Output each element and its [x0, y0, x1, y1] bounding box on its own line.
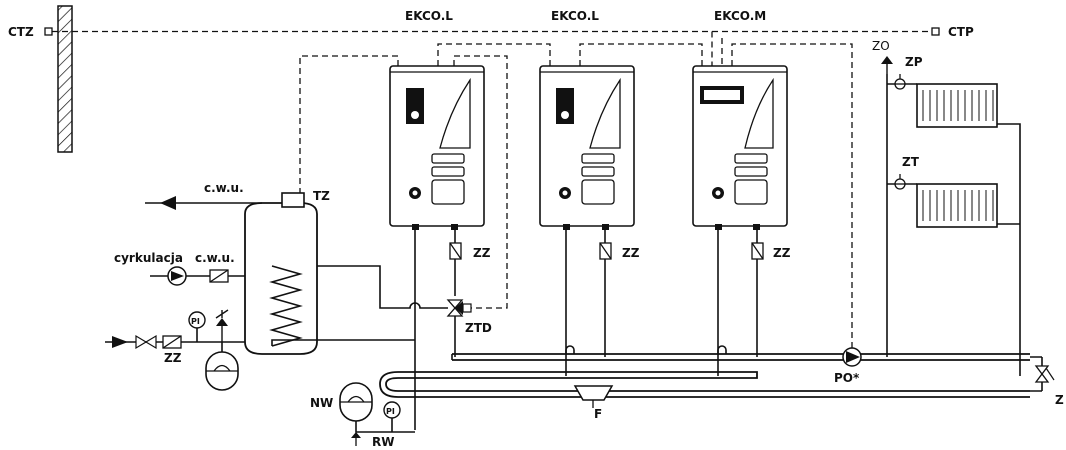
zz-valve-2 — [599, 242, 612, 260]
zz-valve-3 — [751, 242, 764, 260]
boiler-3-label: EKCO.M — [714, 9, 766, 23]
radiator-upper-return — [997, 123, 1021, 376]
boiler-2-label: EKCO.L — [551, 9, 599, 23]
cwu2-label: c.w.u. — [195, 251, 235, 265]
control-line-cascade-2 — [579, 43, 703, 66]
zp-valve — [894, 74, 906, 90]
zo-label: ZO — [872, 39, 890, 53]
inlet-check-valve — [162, 335, 182, 349]
zt-label: ZT — [902, 155, 920, 169]
ctz-label: CTZ — [8, 25, 34, 39]
ztd-label: ZTD — [465, 321, 492, 335]
boiler-1 — [389, 65, 485, 230]
f-label: F — [594, 407, 602, 421]
boiler-1-display — [406, 88, 424, 124]
boiler-2 — [539, 65, 635, 230]
boiler-1-screen-dot — [411, 111, 419, 119]
cwu-label: c.w.u. — [204, 181, 244, 195]
cyrkulacja-label: cyrkulacja — [114, 251, 183, 265]
bypass-valve-z — [1034, 365, 1055, 383]
wall — [57, 5, 73, 153]
rw-label: RW — [372, 435, 394, 449]
ctp-sensor — [931, 27, 940, 36]
safety-valve — [215, 309, 229, 342]
radiator-lower — [916, 183, 998, 228]
z-label: Z — [1055, 393, 1064, 407]
boiler-2-display — [556, 88, 574, 124]
control-line-pump — [731, 43, 853, 350]
ztd-to-coil-pipe — [272, 265, 448, 309]
inlet-gate-valve — [135, 334, 157, 350]
pi-label-1: PI — [191, 317, 200, 326]
nw-connection-pipe — [355, 418, 415, 433]
nw-label: NW — [310, 396, 333, 410]
zz-label-1: ZZ — [473, 246, 491, 260]
circulation-check-valve — [209, 269, 229, 283]
filter — [573, 385, 614, 408]
pi-label-2: PI — [386, 407, 395, 416]
control-line-ztd — [453, 55, 508, 309]
pressure-gauge-2 — [383, 401, 401, 419]
tz-label: TZ — [313, 189, 330, 203]
ctp-label: CTP — [948, 25, 974, 39]
po-label: PO* — [834, 371, 860, 385]
ctz-sensor — [44, 27, 53, 36]
coil-return-pipe — [271, 339, 415, 346]
zz-label-2: ZZ — [622, 246, 640, 260]
return-header-pipe — [385, 371, 1030, 392]
zz-inlet-label: ZZ — [164, 351, 182, 365]
radiator-upper — [916, 83, 998, 128]
zt-valve — [894, 174, 906, 190]
control-line-tz — [299, 55, 399, 200]
zp-label: ZP — [905, 55, 923, 69]
boiler-3 — [692, 65, 788, 230]
zo-air-vent — [881, 56, 893, 64]
hot-water-cylinder — [244, 192, 318, 355]
pump-po — [842, 347, 862, 367]
expansion-vessel-cwu — [205, 351, 239, 391]
ztd-three-way-valve — [446, 299, 472, 317]
flow-header-pipe — [452, 353, 1030, 361]
expansion-vessel-nw — [339, 382, 373, 422]
boiler-1-label: EKCO.L — [405, 9, 453, 23]
rw-valve — [351, 432, 361, 446]
pressure-gauge-1 — [188, 311, 206, 329]
zz-valve-1 — [449, 242, 462, 260]
control-line-cascade-1 — [437, 43, 551, 66]
cwu-arrow — [160, 196, 176, 210]
inlet-arrow — [112, 336, 128, 348]
zz-label-3: ZZ — [773, 246, 791, 260]
